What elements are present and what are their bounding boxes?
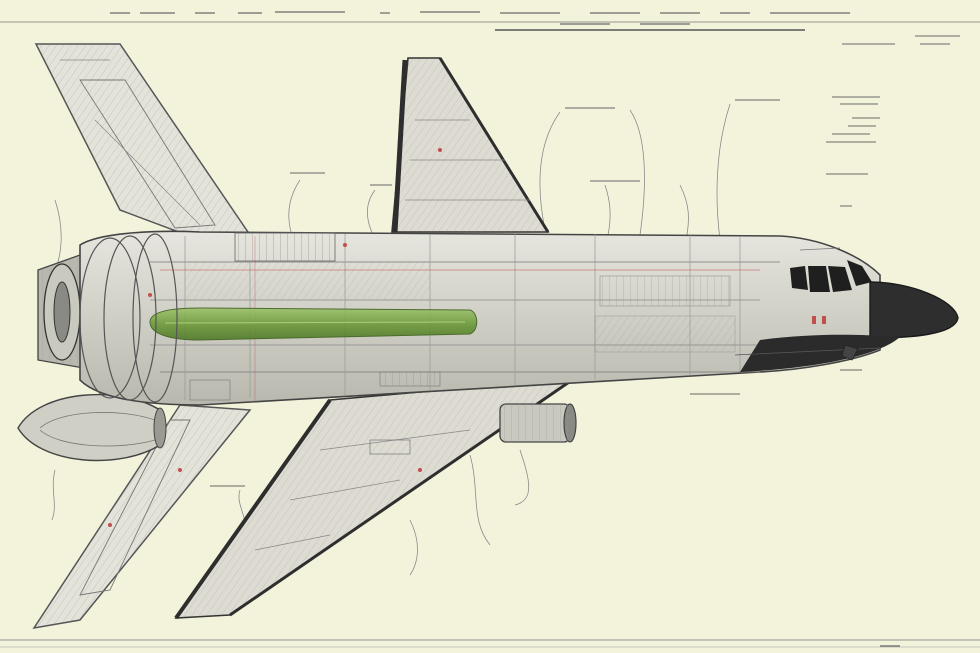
cockpit-windows [790,247,872,292]
green-fuel-tank [149,307,478,341]
bottom-strip [0,639,980,648]
red-markers [108,148,826,527]
title-strip [0,11,980,31]
insignia-icon [841,344,859,361]
annotation-block-top-right [826,35,960,207]
aft-bulkhead [79,233,178,403]
upper-main-wing [391,57,550,233]
fuselage [79,230,881,406]
lower-rear-wing [32,404,252,630]
wing-engine [499,403,577,443]
lower-exhaust-pod [17,393,167,462]
